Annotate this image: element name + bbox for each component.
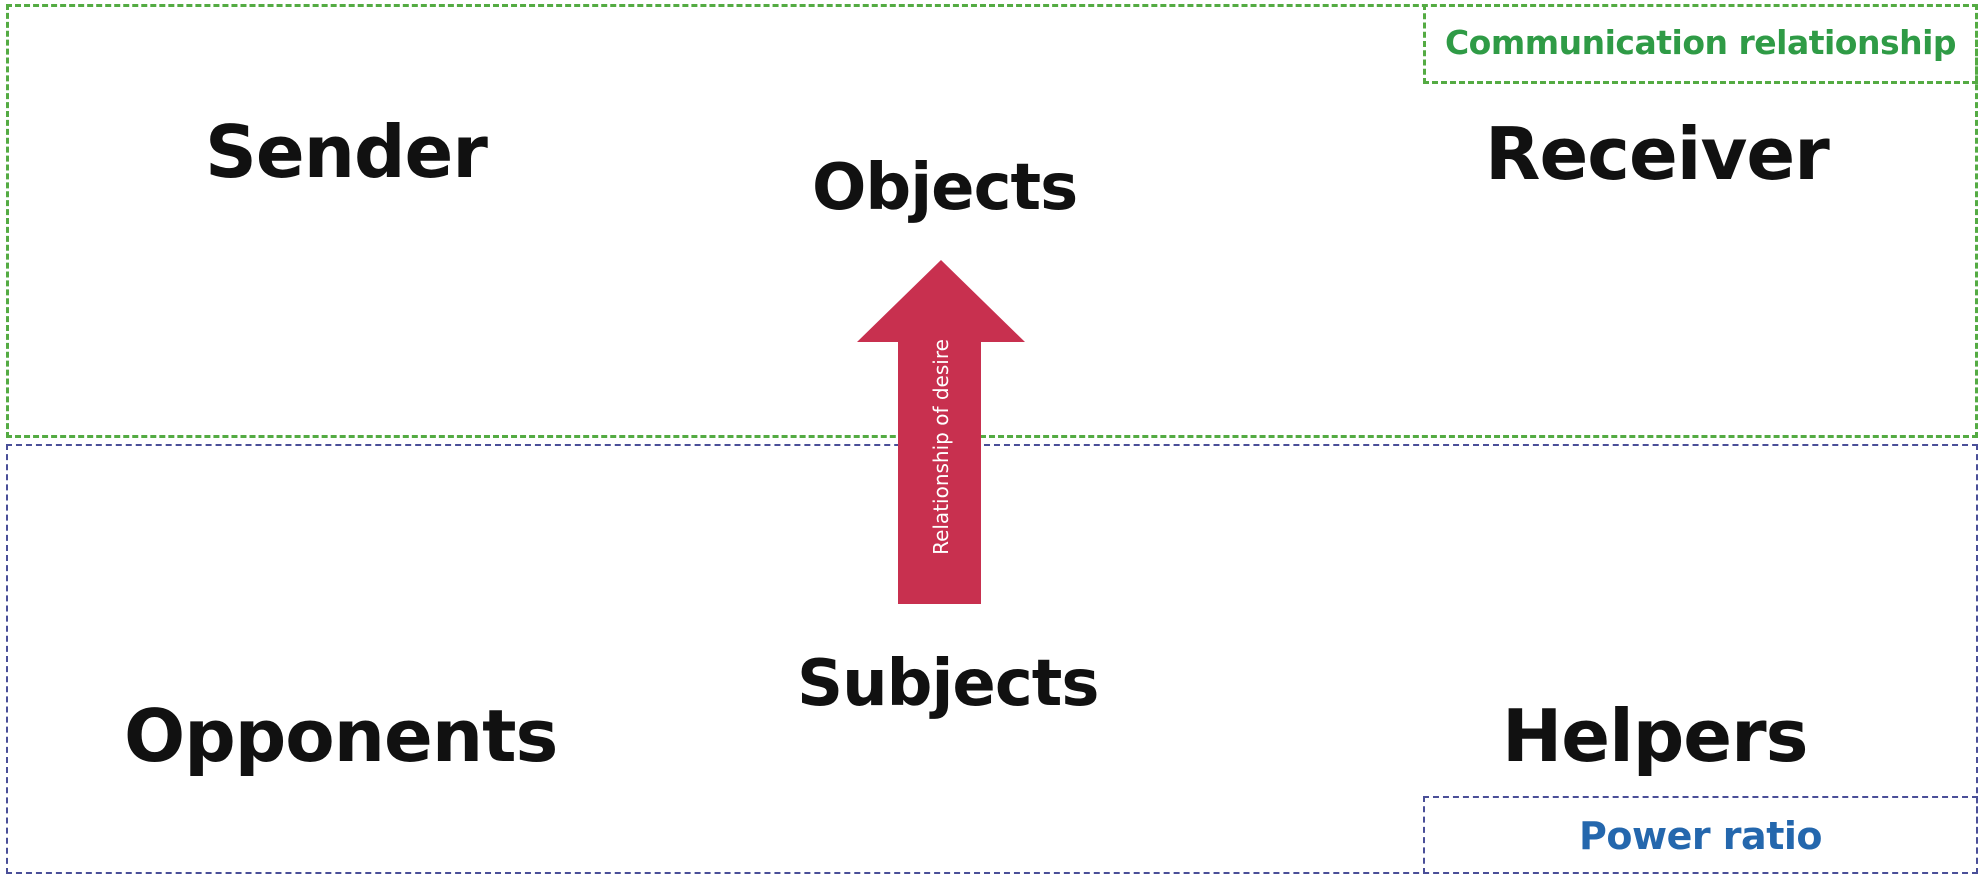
actant-receiver: Receiver [1485, 112, 1830, 196]
communication-relationship-zone [6, 4, 1978, 438]
communication-relationship-text: Communication relationship [1444, 23, 1957, 62]
relationship-of-desire-label: Relationship of desire [929, 339, 953, 555]
communication-relationship-label: Communication relationship [1423, 4, 1978, 84]
power-ratio-label: Power ratio [1423, 796, 1978, 874]
actant-subjects: Subjects [797, 647, 1099, 721]
power-ratio-text: Power ratio [1579, 814, 1822, 858]
actant-opponents: Opponents [124, 694, 558, 778]
power-ratio-zone [6, 444, 1978, 874]
actant-sender: Sender [205, 110, 488, 194]
actant-objects: Objects [812, 151, 1078, 225]
desire-arrow-icon [857, 260, 1025, 604]
actant-helpers: Helpers [1502, 694, 1809, 778]
desire-arrow-shape [857, 260, 1025, 604]
